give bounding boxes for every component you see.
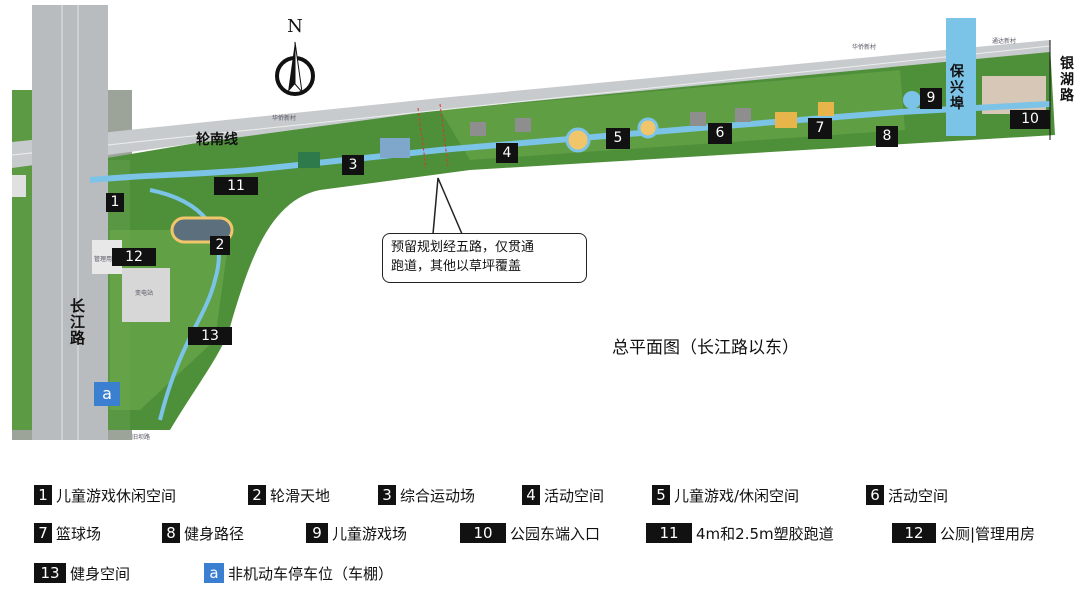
map-marker-a: a xyxy=(94,382,120,406)
sports-court xyxy=(298,152,320,168)
canal-baoxingbu xyxy=(946,18,976,136)
running-track-loop xyxy=(149,188,221,421)
map-marker-2: 2 xyxy=(210,236,230,255)
map-marker-11: 11 xyxy=(214,177,258,195)
legend-number: 1 xyxy=(34,485,52,505)
small-label: 通达新村 xyxy=(992,38,1017,45)
legend-number: 12 xyxy=(892,523,936,543)
legend-text: 公园东端入口 xyxy=(510,524,601,543)
sports-court xyxy=(380,138,410,158)
polder-label-baoxingbu: 保兴埠 xyxy=(950,64,964,112)
legend-number: 8 xyxy=(162,523,180,543)
legend-text: 4m和2.5m塑胶跑道 xyxy=(696,524,834,543)
small-label: 变电站 xyxy=(135,290,154,297)
reserved-road-line xyxy=(417,107,427,169)
map-marker-1: 1 xyxy=(106,193,124,212)
callout-line-2: 跑道，其他以草坪覆盖 xyxy=(391,259,522,274)
callout-box: 预留规划经五路，仅贯通 跑道，其他以草坪覆盖 xyxy=(382,233,587,283)
facility xyxy=(735,108,751,122)
legend-text: 儿童游戏休闲空间 xyxy=(56,486,177,505)
legend-text: 轮滑天地 xyxy=(270,486,331,505)
legend-text: 儿童游戏/休闲空间 xyxy=(674,486,800,505)
legend-text: 公厕|管理用房 xyxy=(940,524,1036,543)
road-label-lunnan: 轮南线 xyxy=(196,132,238,148)
map-marker-7: 7 xyxy=(808,118,832,139)
site-plan-map xyxy=(11,5,1055,440)
small-label: 华侨新村 xyxy=(852,44,877,51)
playground xyxy=(903,91,921,109)
road-lunnan xyxy=(12,40,1050,168)
basketball-court xyxy=(775,112,797,128)
road-label-yinhu: 银湖路 xyxy=(1060,56,1076,104)
legend-number: 11 xyxy=(646,523,692,543)
park-green-main xyxy=(95,45,1055,430)
north-arrow-icon: N xyxy=(275,16,315,96)
map-marker-4: 4 xyxy=(496,143,518,163)
legend-number: 6 xyxy=(866,485,884,505)
building-substation xyxy=(122,268,170,322)
building xyxy=(12,175,26,197)
map-marker-3: 3 xyxy=(342,155,364,175)
facility xyxy=(515,118,531,132)
legend-number: 4 xyxy=(522,485,540,505)
road-line xyxy=(11,45,1051,156)
legend-number: 7 xyxy=(34,523,52,543)
legend-text: 非机动车停车位（车棚） xyxy=(228,564,394,583)
legend-number: 13 xyxy=(34,563,66,583)
small-label: 华侨新村 xyxy=(272,115,297,122)
map-marker-9: 9 xyxy=(920,88,942,109)
callout-line-1: 预留规划经五路，仅贯通 xyxy=(391,240,535,255)
reserved-road-line xyxy=(439,103,449,167)
legend-text: 篮球场 xyxy=(56,524,102,543)
legend-text: 活动空间 xyxy=(544,486,605,505)
map-marker-12: 12 xyxy=(112,248,156,266)
facility xyxy=(470,122,486,136)
road-changjiang xyxy=(32,5,108,440)
legend-number: 3 xyxy=(378,485,396,505)
map-marker-10: 10 xyxy=(1010,110,1050,129)
callout-pointer xyxy=(432,177,463,235)
map-title: 总平面图（长江路以东） xyxy=(612,338,799,358)
legend-number: 9 xyxy=(306,523,328,543)
legend-text: 健身路径 xyxy=(184,524,245,543)
basketball-court xyxy=(818,102,834,116)
map-marker-5: 5 xyxy=(606,128,630,149)
legend-text: 综合运动场 xyxy=(400,486,476,505)
small-label: 旧坝路 xyxy=(132,434,151,441)
legend-number: 2 xyxy=(248,485,266,505)
legend-text: 活动空间 xyxy=(888,486,949,505)
north-letter: N xyxy=(287,16,303,37)
map-marker-6: 6 xyxy=(708,123,732,144)
map-marker-8: 8 xyxy=(876,126,898,147)
legend-number: a xyxy=(204,563,224,583)
legend-number: 5 xyxy=(652,485,670,505)
facility xyxy=(690,112,706,126)
legend-number: 10 xyxy=(460,523,506,543)
legend-text: 儿童游戏场 xyxy=(332,524,408,543)
road-label-changjiang: 长江路 xyxy=(70,297,86,347)
map-marker-13: 13 xyxy=(188,327,232,345)
small-label: 管理用房 xyxy=(94,256,119,263)
plaza-circle xyxy=(637,117,659,139)
plaza-circle xyxy=(565,127,591,153)
legend-text: 健身空间 xyxy=(70,564,131,583)
